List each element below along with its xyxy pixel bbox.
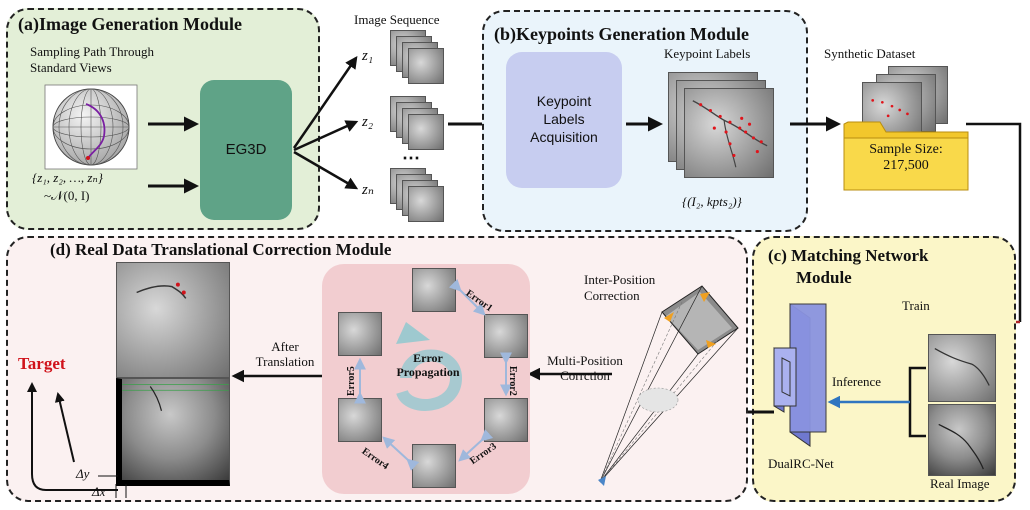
target-label: Target [18, 354, 66, 373]
keypoint-labels-title: Keypoint Labels [664, 46, 751, 61]
error-2-label: Error2 [507, 366, 518, 396]
target-vessel-bottom [122, 384, 229, 411]
dualrc-net-icon [773, 303, 827, 447]
z2-label: z₂ [362, 114, 374, 130]
panel-a-title: (a)Image Generation Module [18, 14, 242, 34]
target-image-top [116, 262, 230, 378]
z1-label: z₁ [362, 48, 374, 64]
sequence-dots: ⋯ [402, 148, 420, 168]
sequence-z2-frame [408, 114, 444, 150]
keypoint-pair-label: {(I₂, kpts₂)} [682, 194, 742, 209]
error-propagation-label: Error Propagation [396, 351, 460, 379]
target-vessel-top [136, 282, 187, 299]
image-sequence-title: Image Sequence [354, 12, 440, 27]
keypoint-acquisition-label: Keypoint Labels Acquisition [530, 93, 598, 146]
real-vessel-top [934, 348, 990, 386]
delta-y-label: Δy [76, 466, 90, 481]
after-translation-label: After Translation [255, 339, 315, 369]
sequence-zn-frame [408, 186, 444, 222]
dataset-keypoints [871, 99, 909, 118]
distribution-label: ~𝒩(0, I) [44, 188, 90, 203]
dualrc-net-label: DualRC-Net [768, 456, 834, 471]
multi-position-label: Multi-Position Corrction [547, 353, 623, 383]
error-node-image [338, 312, 382, 356]
error-node-image [484, 398, 528, 442]
panel-d-title: (d) Real Data Translational Correction M… [50, 240, 392, 259]
zn-label: zₙ [362, 182, 374, 198]
real-image-label: Real Image [930, 476, 990, 491]
sampling-sphere-icon [44, 84, 138, 170]
error-node-image [484, 314, 528, 358]
panel-c-title-line1: (c) Matching Network [768, 246, 929, 265]
panel-b-title: (b)Keypoints Generation Module [494, 24, 749, 44]
eg3d-block [200, 80, 292, 220]
sample-size-label: Sample Size: 217,500 [869, 142, 943, 174]
eg3d-label: EG3D [225, 141, 267, 158]
inference-label: Inference [832, 374, 882, 389]
inter-position-label: Inter-Position Correction [584, 272, 656, 304]
keypoint-acquisition-box [506, 52, 622, 188]
delta-x-label: Δx [92, 484, 106, 499]
synthetic-dataset-title: Synthetic Dataset [824, 46, 916, 61]
train-label: Train [902, 298, 930, 313]
target-image-bottom [116, 378, 230, 486]
real-vessel-bottom [938, 423, 984, 470]
sequence-z1-frame [408, 48, 444, 84]
projection-geometry-icon [598, 285, 739, 486]
real-image-bottom [928, 404, 996, 476]
panel-c-title-line2: Module [796, 268, 852, 287]
error-5-label: Error5 [346, 366, 357, 396]
sampling-path-label: Sampling Path Through Standard Views [30, 44, 154, 76]
dataset-folder-icon [843, 121, 969, 191]
real-image-top [928, 334, 996, 402]
error-propagation-cycle-icon [396, 322, 463, 411]
latent-set-label: {z₁, z₂, …, zₙ} [32, 170, 103, 185]
keypoint-label-frame [684, 88, 774, 178]
keypoints-overlay [692, 100, 768, 168]
